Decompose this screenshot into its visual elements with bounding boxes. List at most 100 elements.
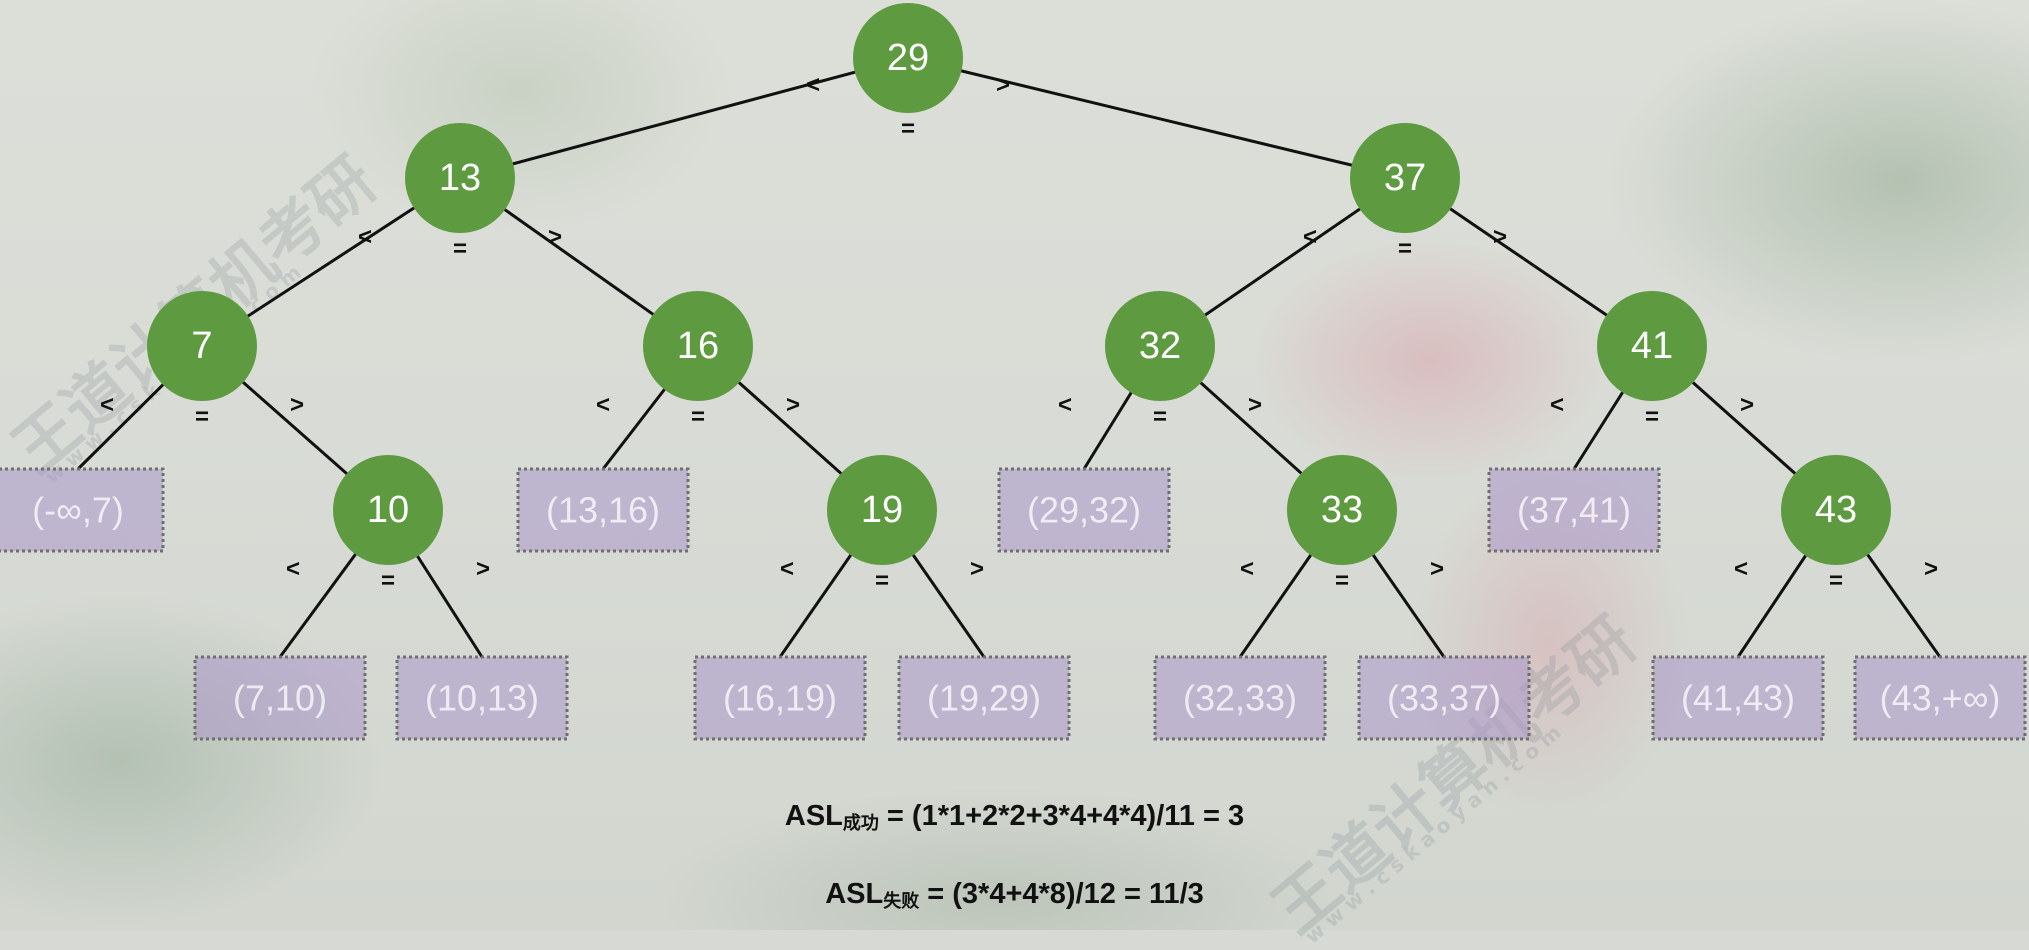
binary-search-decision-tree: (-∞,7) (7,10) (10,13) (13,16) (16,19) (19,29)…	[0, 3, 2027, 741]
failure-interval-f10: (37,41)	[1487, 467, 1661, 553]
edge-n29-n13	[459, 56, 909, 180]
equal-label: =	[1829, 568, 1843, 595]
relation-label: <	[1058, 392, 1072, 419]
leaves-layer: (-∞,7) (7,10) (10,13) (13,16) (16,19) (19,29)…	[0, 467, 2027, 741]
failure-interval-f2: (7,10)	[193, 655, 367, 741]
asl-failure-expression: = (3*4+4*8)/12 = 11/3	[919, 878, 1204, 910]
node-circle	[1597, 291, 1707, 401]
equal-label: =	[1335, 568, 1349, 595]
failure-interval-label: (16,19)	[723, 678, 837, 719]
asl-failure-subscript: 失败	[883, 891, 920, 912]
equal-label: =	[875, 568, 889, 595]
failure-box	[897, 655, 1071, 741]
tree-node-13: 13	[405, 123, 515, 233]
failure-box	[1357, 655, 1531, 741]
tree-node-43: 43	[1781, 455, 1891, 565]
relation-label: <	[286, 556, 300, 583]
asl-success-expression: = (1*1+2*2+3*4+4*4)/11 = 3	[878, 800, 1245, 832]
failure-interval-label: (-∞,7)	[32, 490, 124, 531]
relation-label: >	[970, 556, 984, 583]
failure-box	[516, 467, 690, 553]
relation-label: <	[1240, 556, 1254, 583]
tree-node-33: 33	[1287, 455, 1397, 565]
node-label: 32	[1139, 325, 1181, 367]
edge-n29-n37	[907, 56, 1406, 180]
node-label: 37	[1384, 157, 1426, 199]
failure-interval-f12: (43,+∞)	[1853, 655, 2027, 741]
equal-label: =	[691, 404, 705, 431]
failure-box	[1853, 655, 2027, 741]
failure-interval-f7: (29,32)	[997, 467, 1171, 553]
failure-interval-label: (33,37)	[1387, 678, 1501, 719]
failure-box	[997, 467, 1171, 553]
node-circle	[405, 123, 515, 233]
equal-label: =	[1645, 404, 1659, 431]
failure-interval-label: (32,33)	[1183, 678, 1297, 719]
node-circle	[333, 455, 443, 565]
relation-label: >	[786, 392, 800, 419]
failure-box	[1651, 655, 1825, 741]
failure-interval-label: (37,41)	[1517, 490, 1631, 531]
nodes-layer: 29 13 37 7 16 32 41 10 19 33 43	[147, 3, 1891, 565]
failure-box	[395, 655, 569, 741]
asl-success-subscript: 成功	[842, 813, 879, 834]
tree-node-10: 10	[333, 455, 443, 565]
failure-interval-f6: (19,29)	[897, 655, 1071, 741]
relation-label: >	[290, 392, 304, 419]
node-label: 16	[677, 325, 719, 367]
failure-box	[0, 467, 165, 553]
equal-label: =	[1153, 404, 1167, 431]
failure-interval-label: (29,32)	[1027, 490, 1141, 531]
asl-failure-prefix: ASL	[825, 878, 884, 910]
tree-node-37: 37	[1350, 123, 1460, 233]
asl-failure-formula: ASL失败 = (3*4+4*8)/12 = 11/3	[0, 878, 2029, 913]
relation-label: <	[780, 556, 794, 583]
node-label: 41	[1631, 325, 1673, 367]
node-label: 33	[1321, 489, 1363, 531]
node-circle	[1781, 455, 1891, 565]
tree-node-32: 32	[1105, 291, 1215, 401]
relation-label: <	[1734, 556, 1748, 583]
node-circle	[1105, 291, 1215, 401]
equal-label: =	[381, 568, 395, 595]
node-circle	[853, 3, 963, 113]
node-label: 43	[1815, 489, 1857, 531]
failure-interval-f1: (-∞,7)	[0, 467, 165, 553]
node-label: 29	[887, 37, 929, 79]
failure-interval-f8: (32,33)	[1153, 655, 1327, 741]
failure-interval-f5: (16,19)	[693, 655, 867, 741]
failure-interval-label: (41,43)	[1681, 678, 1795, 719]
relation-label: >	[1493, 224, 1507, 251]
equal-label: =	[1398, 236, 1412, 263]
failure-interval-label: (19,29)	[927, 678, 1041, 719]
failure-interval-f9: (33,37)	[1357, 655, 1531, 741]
equal-label: =	[195, 404, 209, 431]
node-label: 13	[439, 157, 481, 199]
failure-box	[1487, 467, 1661, 553]
failure-interval-f4: (13,16)	[516, 467, 690, 553]
asl-success-prefix: ASL	[784, 800, 843, 832]
relation-label: >	[1740, 392, 1754, 419]
failure-interval-f11: (41,43)	[1651, 655, 1825, 741]
failure-interval-label: (10,13)	[425, 678, 539, 719]
node-circle	[1287, 455, 1397, 565]
tree-node-19: 19	[827, 455, 937, 565]
relation-label: >	[476, 556, 490, 583]
failure-box	[1153, 655, 1327, 741]
relation-label: <	[1303, 224, 1317, 251]
tree-node-16: 16	[643, 291, 753, 401]
relation-label: <	[596, 392, 610, 419]
tree-node-41: 41	[1597, 291, 1707, 401]
node-label: 19	[861, 489, 903, 531]
node-label: 7	[191, 325, 212, 367]
failure-box	[193, 655, 367, 741]
node-label: 10	[367, 489, 409, 531]
relation-label: <	[806, 72, 820, 99]
node-circle	[1350, 123, 1460, 233]
relation-label: >	[996, 72, 1010, 99]
failure-box	[693, 655, 867, 741]
node-circle	[827, 455, 937, 565]
failure-interval-label: (7,10)	[233, 678, 327, 719]
equal-label: =	[453, 236, 467, 263]
tree-node-7: 7	[147, 291, 257, 401]
